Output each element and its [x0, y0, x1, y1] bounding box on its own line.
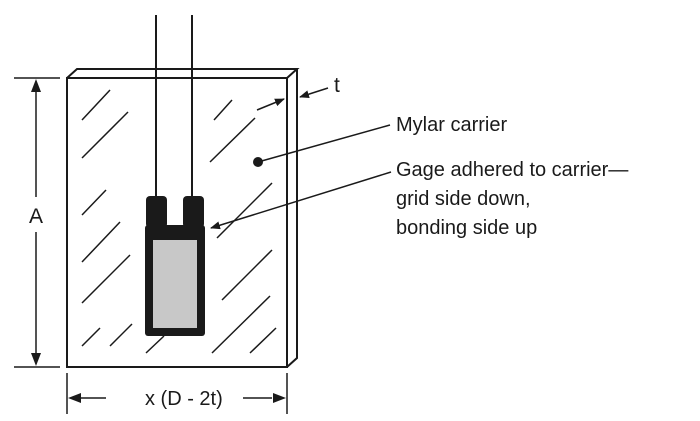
strain-gage: [145, 15, 205, 336]
carrier-leader-line: [257, 124, 391, 163]
thickness-arrow-right: [299, 87, 329, 99]
gage-label-line3: bonding side up: [396, 217, 537, 239]
height-label: A: [29, 205, 43, 228]
thickness-label: t: [334, 74, 340, 97]
gage-grid: [153, 240, 197, 328]
height-dimension: [14, 77, 60, 368]
width-label: x (D - 2t): [145, 388, 223, 410]
gage-label-line2: grid side down,: [396, 188, 531, 210]
gage-leader-arrow: [210, 171, 392, 230]
carrier-hatching: [81, 89, 277, 354]
carrier-label: Mylar carrier: [396, 114, 507, 136]
thickness-arrow-left: [256, 98, 285, 111]
carrier-side-edge: [286, 69, 298, 368]
gage-solder-tab-right: [183, 196, 204, 228]
gage-solder-tab-left: [146, 196, 167, 228]
gage-label-line1: Gage adhered to carrier—: [396, 159, 628, 181]
width-dimension: [66, 373, 288, 414]
carrier-top-edge: [66, 68, 300, 79]
